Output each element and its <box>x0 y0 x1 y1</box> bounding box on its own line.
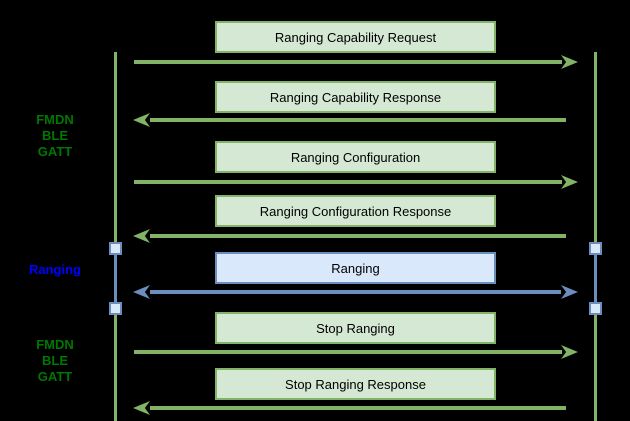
message-box-stop-ranging: Stop Ranging <box>215 312 496 344</box>
arrow-right-shaft <box>134 60 562 64</box>
arrow-left-head-icon <box>133 285 150 299</box>
arrow-right-head-icon <box>561 55 578 69</box>
arrow-right-head-icon <box>561 285 578 299</box>
activation-marker <box>109 302 122 315</box>
right-lifeline-ranging-segment <box>594 253 597 303</box>
phase-line: GATT <box>37 144 73 159</box>
phase-line: BLE <box>42 353 68 368</box>
left-lifeline <box>114 52 117 421</box>
arrow-right-shaft <box>134 350 562 354</box>
phase-line: BLE <box>42 128 68 143</box>
message-box-ranging-capability-response: Ranging Capability Response <box>215 81 496 113</box>
arrow-left-head-icon <box>133 113 150 127</box>
arrow-left-head-icon <box>133 229 150 243</box>
activation-marker <box>589 242 602 255</box>
phase-label-fmdn-ble-gatt-top: FMDN BLE GATT <box>0 112 110 160</box>
phase-line: FMDN <box>36 112 74 127</box>
message-box-ranging: Ranging <box>215 252 496 284</box>
left-lifeline-ranging-segment <box>114 253 117 303</box>
phase-line: GATT <box>37 369 73 384</box>
arrow-left-shaft <box>150 406 566 410</box>
phase-line: Ranging <box>29 262 81 277</box>
arrow-right-shaft <box>134 180 562 184</box>
activation-marker <box>109 242 122 255</box>
arrow-both-shaft <box>150 290 561 294</box>
arrow-right-head-icon <box>561 175 578 189</box>
right-lifeline <box>594 52 597 421</box>
phase-label-fmdn-ble-gatt-bottom: FMDN BLE GATT <box>0 337 110 385</box>
message-box-ranging-configuration-response: Ranging Configuration Response <box>215 195 496 227</box>
arrow-left-shaft <box>150 118 566 122</box>
arrow-left-shaft <box>150 234 566 238</box>
activation-marker <box>589 302 602 315</box>
message-box-ranging-configuration: Ranging Configuration <box>215 141 496 173</box>
arrow-left-head-icon <box>133 401 150 415</box>
message-box-ranging-capability-request: Ranging Capability Request <box>215 21 496 53</box>
arrow-right-head-icon <box>561 345 578 359</box>
phase-label-ranging: Ranging <box>0 262 110 278</box>
phase-line: FMDN <box>36 337 74 352</box>
message-box-stop-ranging-response: Stop Ranging Response <box>215 368 496 400</box>
